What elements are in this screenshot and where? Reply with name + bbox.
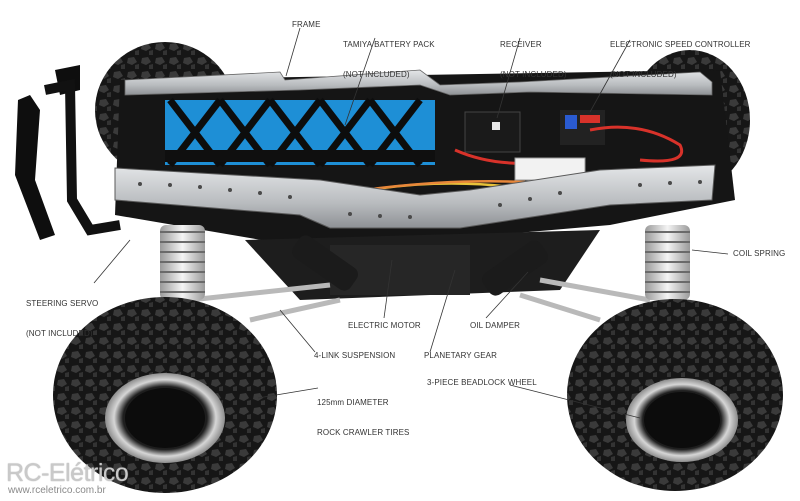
rear-tire (567, 299, 783, 491)
label-esc-line2: (NOT INCLUDED) (610, 70, 677, 79)
watermark-url: www.rceletrico.com.br (8, 485, 106, 496)
label-steering-servo-line2: (NOT INCLUDED) (26, 329, 93, 338)
frame-rail-upper (124, 69, 713, 96)
label-battery-pack-line1: TAMIYA BATTERY PACK (343, 40, 435, 49)
watermark-brand: RC-Elétrico (6, 459, 129, 487)
rear-coil-spring (645, 225, 690, 300)
front-coil-spring (160, 225, 205, 300)
label-receiver-line1: RECEIVER (500, 40, 542, 49)
label-frame: FRAME (292, 20, 321, 29)
front-bumper (15, 65, 121, 240)
label-4-link-suspension: 4-LINK SUSPENSION (314, 351, 396, 360)
label-battery-pack-line2: (NOT INCLUDED) (343, 70, 410, 79)
label-planetary-gear: PLANETARY GEAR (424, 351, 497, 360)
frame-rail-lower (114, 164, 716, 229)
label-electric-motor: ELECTRIC MOTOR (348, 321, 421, 330)
front-tire (53, 297, 277, 493)
label-tires-line2: ROCK CRAWLER TIRES (317, 428, 410, 437)
battery-pack (165, 97, 435, 168)
label-battery-pack: TAMIYA BATTERY PACK (NOT INCLUDED) (343, 20, 435, 90)
label-steering-servo: STEERING SERVO (NOT INCLUDED) (26, 279, 98, 349)
oil-damper (292, 235, 548, 296)
label-receiver-line2: (NOT INCLUDED) (500, 70, 567, 79)
suspension-links (189, 277, 651, 323)
label-receiver: RECEIVER (NOT INCLUDED) (500, 20, 567, 90)
label-beadlock-wheel: 3-PIECE BEADLOCK WHEEL (427, 378, 537, 387)
label-tires: 125mm DIAMETER ROCK CRAWLER TIRES (317, 378, 409, 448)
label-esc: ELECTRONIC SPEED CONTROLLER (NOT INCLUDE… (610, 20, 751, 90)
label-steering-servo-line1: STEERING SERVO (26, 299, 99, 308)
label-esc-line1: ELECTRONIC SPEED CONTROLLER (610, 40, 751, 49)
label-tires-line1: 125mm DIAMETER (317, 398, 389, 407)
callout-lines (93, 27, 729, 419)
label-coil-spring: COIL SPRING (733, 249, 786, 258)
receiver (464, 111, 521, 153)
label-oil-damper: OIL DAMPER (470, 321, 521, 330)
